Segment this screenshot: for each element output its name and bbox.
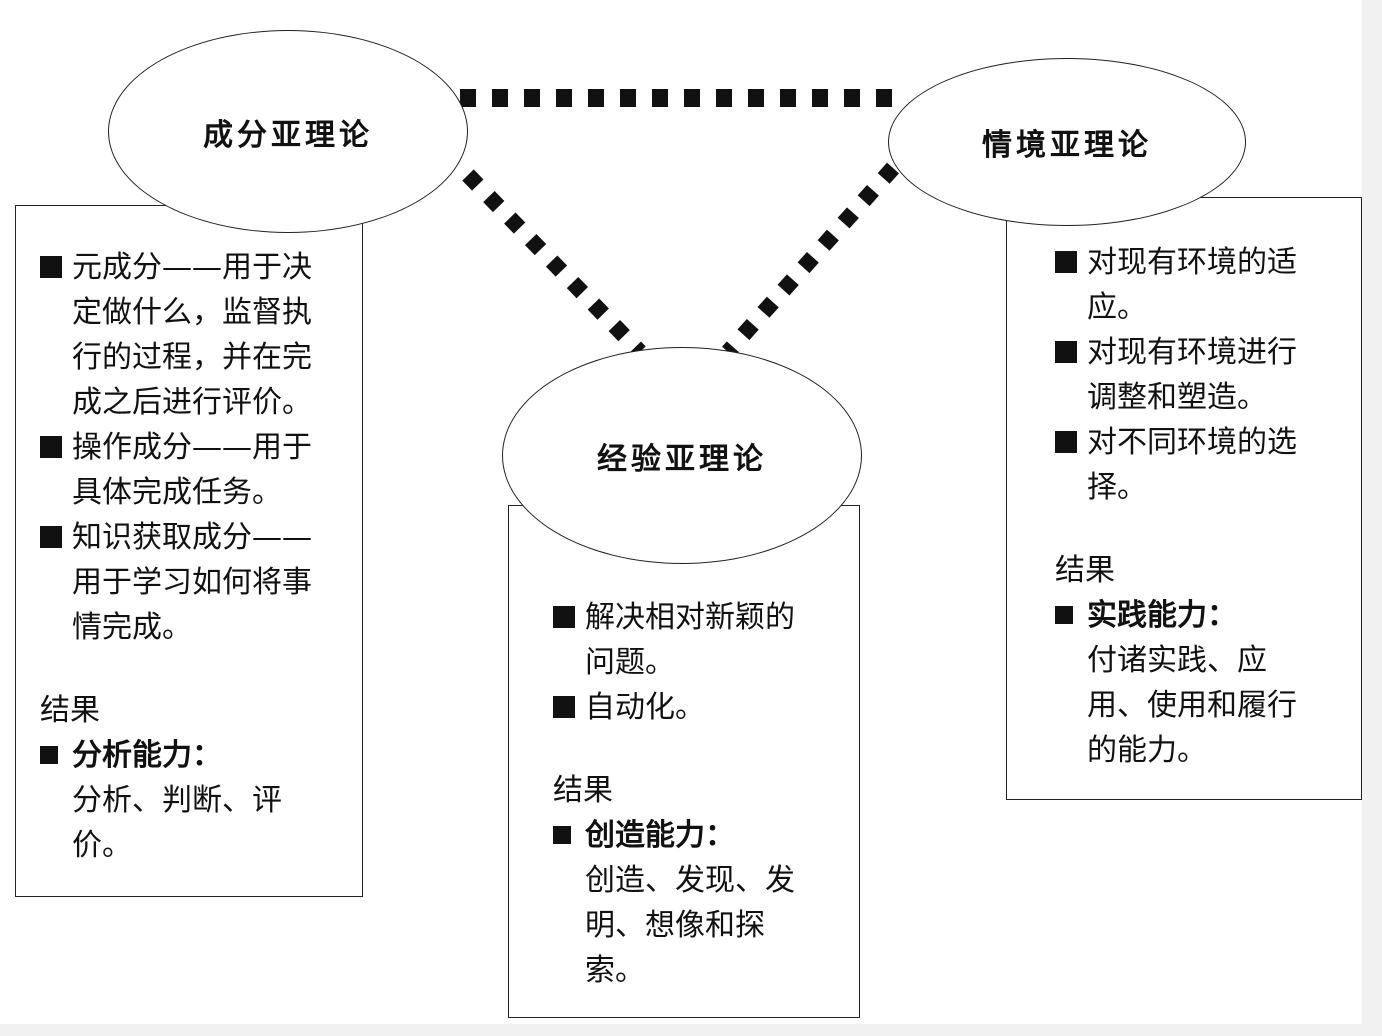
filled-square-icon [40,746,58,764]
componential-node: 成分亚理论 [108,30,468,233]
list-item: 对现有环境进行调整和塑造。 [1055,330,1325,420]
connector-contextual-experiential [722,162,899,358]
ability-name: 分析能力： [72,738,222,773]
filled-square-icon [553,826,571,844]
result-item: 分析能力： 分析、判断、评价。 [40,733,340,868]
result-item: 实践能力： 付诸实践、应用、使用和履行的能力。 [1055,593,1325,773]
contextual-node: 情境亚理论 [888,58,1246,226]
contextual-box [1006,197,1362,800]
componential-box [15,205,363,897]
list-item: 对现有环境的适应。 [1055,240,1325,330]
bottom-edge-strip [0,1024,1382,1036]
connector-componential-experiential [462,169,646,358]
result-label: 结果 [40,693,100,728]
node-title: 情境亚理论 [982,128,1152,163]
filled-square-icon [1055,251,1077,273]
ability-name: 实践能力： [1087,598,1237,633]
filled-square-icon [1055,341,1077,363]
right-edge-strip [1362,0,1382,1036]
result-label: 结果 [1055,553,1115,588]
list-item: 知识获取成分——用于学习如何将事情完成。 [40,515,340,650]
list-item: 操作成分——用于具体完成任务。 [40,425,340,515]
experiential-box [508,505,860,1018]
result-label: 结果 [553,773,613,808]
list-item: 自动化。 [553,685,803,730]
ability-name: 创造能力： [585,818,735,853]
filled-square-icon [1055,431,1077,453]
ability-desc: 分析、判断、评价。 [72,783,282,863]
experiential-content: 解决相对新颖的问题。 自动化。 结果 创造能力： 创造、发现、发明、想像和探索。 [553,595,803,993]
list-item: 对不同环境的选择。 [1055,420,1325,510]
experiential-node: 经验亚理论 [502,347,862,564]
componential-content: 元成分——用于决定做什么，监督执行的过程，并在完成之后进行评价。 操作成分——用… [40,245,340,868]
filled-square-icon [40,256,62,278]
filled-square-icon [553,696,575,718]
ability-desc: 付诸实践、应用、使用和履行的能力。 [1087,643,1297,768]
filled-square-icon [40,436,62,458]
list-item: 元成分——用于决定做什么，监督执行的过程，并在完成之后进行评价。 [40,245,340,425]
filled-square-icon [553,606,575,628]
filled-square-icon [1055,606,1073,624]
node-title: 经验亚理论 [597,441,767,477]
contextual-content: 对现有环境的适应。 对现有环境进行调整和塑造。 对不同环境的选择。 结果 实践能… [1055,240,1325,773]
filled-square-icon [40,526,62,548]
node-title: 成分亚理论 [203,117,373,153]
list-item: 解决相对新颖的问题。 [553,595,803,685]
result-item: 创造能力： 创造、发现、发明、想像和探索。 [553,813,803,993]
ability-desc: 创造、发现、发明、想像和探索。 [585,863,795,988]
